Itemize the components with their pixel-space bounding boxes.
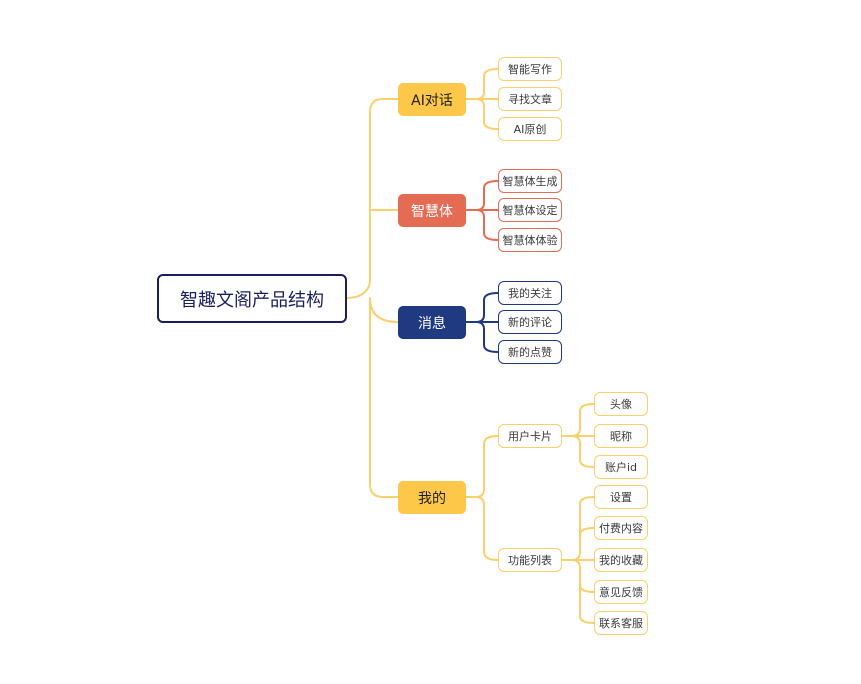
connector-root-branches bbox=[346, 98, 399, 498]
leaf-new-comments[interactable]: 新的评论 bbox=[498, 310, 562, 334]
leaf-my-follows[interactable]: 我的关注 bbox=[498, 281, 562, 305]
branch-wisdom-agent[interactable]: 智慧体 bbox=[398, 194, 466, 227]
connector-xiaoxi-leaves bbox=[465, 292, 499, 353]
leaf-my-favorites[interactable]: 我的收藏 bbox=[594, 548, 648, 572]
leaf-nickname[interactable]: 昵称 bbox=[594, 424, 648, 448]
leaf-avatar[interactable]: 头像 bbox=[594, 392, 648, 416]
leaf-account-id[interactable]: 账户id bbox=[594, 455, 648, 479]
connector-ai-leaves bbox=[465, 68, 499, 130]
branch-messages[interactable]: 消息 bbox=[398, 306, 466, 339]
leaf-smart-writing[interactable]: 智能写作 bbox=[498, 57, 562, 81]
connector-func-leaves bbox=[561, 496, 595, 624]
leaf-ai-original[interactable]: AI原创 bbox=[498, 117, 562, 141]
leaf-new-likes[interactable]: 新的点赞 bbox=[498, 340, 562, 364]
leaf-contact-support[interactable]: 联系客服 bbox=[594, 611, 648, 635]
leaf-paid-content[interactable]: 付费内容 bbox=[594, 516, 648, 540]
group-feature-list[interactable]: 功能列表 bbox=[498, 548, 562, 572]
leaf-agent-experience[interactable]: 智慧体体验 bbox=[498, 228, 562, 252]
group-user-card[interactable]: 用户卡片 bbox=[498, 424, 562, 448]
branch-mine[interactable]: 我的 bbox=[398, 481, 466, 514]
connector-zhihui-leaves bbox=[465, 180, 499, 241]
root-node[interactable]: 智趣文阁产品结构 bbox=[157, 274, 347, 323]
connector-wode-groups bbox=[465, 435, 499, 561]
branch-ai-dialog[interactable]: AI对话 bbox=[398, 83, 466, 116]
leaf-feedback[interactable]: 意见反馈 bbox=[594, 580, 648, 604]
leaf-find-article[interactable]: 寻找文章 bbox=[498, 87, 562, 111]
leaf-agent-settings[interactable]: 智慧体设定 bbox=[498, 198, 562, 222]
leaf-agent-generate[interactable]: 智慧体生成 bbox=[498, 169, 562, 193]
connector-card-leaves bbox=[561, 403, 595, 468]
leaf-settings[interactable]: 设置 bbox=[594, 485, 648, 509]
